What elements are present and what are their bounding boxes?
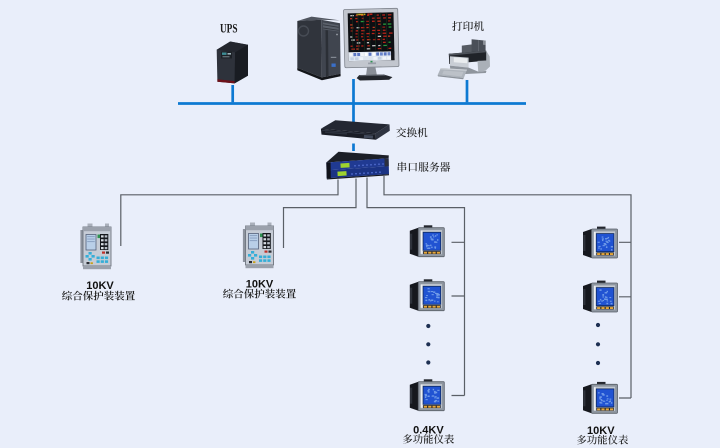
svg-text:0.4KV: 0.4KV <box>413 425 444 437</box>
svg-text:10KV: 10KV <box>587 425 615 437</box>
svg-text:UPS: UPS <box>220 22 238 36</box>
svg-text:10KV: 10KV <box>246 279 274 291</box>
svg-text:10KV: 10KV <box>86 280 114 292</box>
